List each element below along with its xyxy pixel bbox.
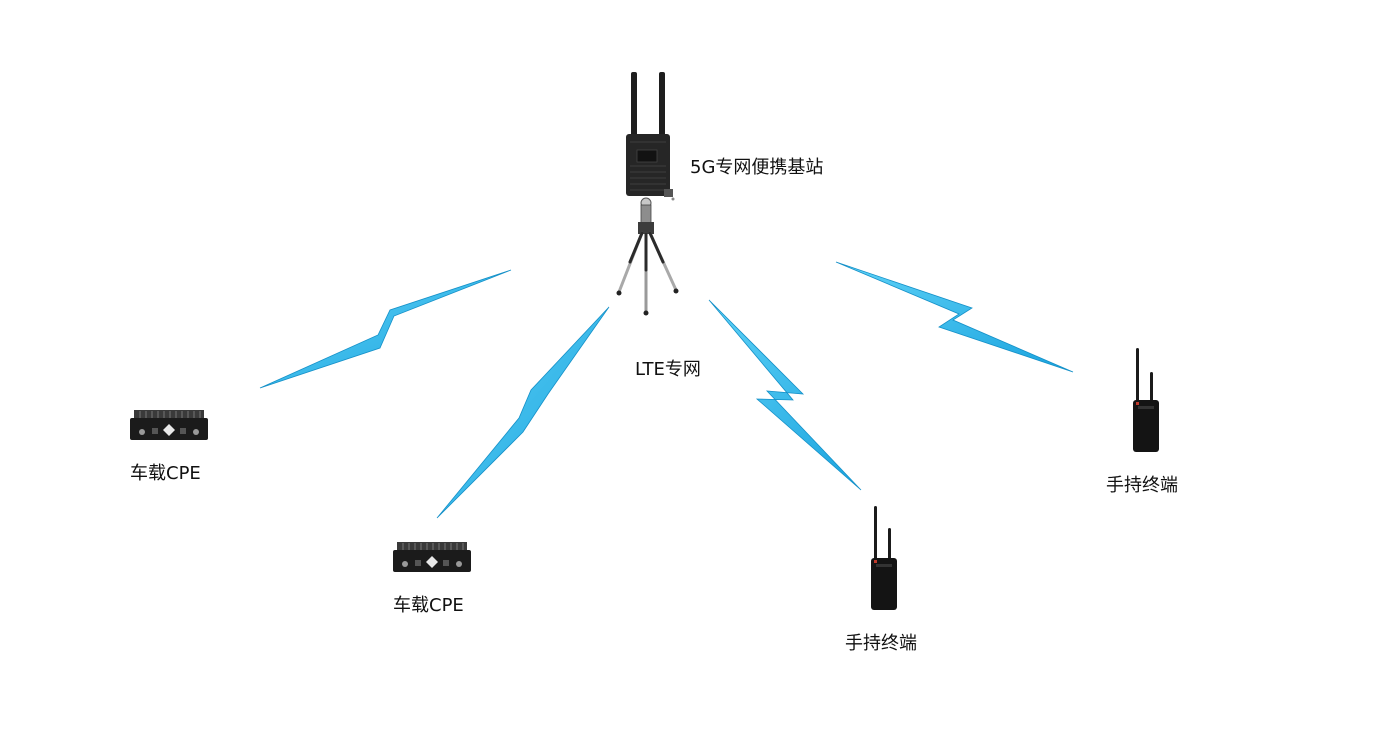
vehicle-cpe-label: 车载CPE xyxy=(393,595,464,616)
handheld-terminal-icon xyxy=(1133,348,1159,452)
base-station-label: 5G专网便携基站 xyxy=(690,157,824,178)
wireless-link-icon xyxy=(259,269,512,389)
portable-base-station-icon xyxy=(616,72,679,316)
vehicle-cpe-icon xyxy=(130,410,208,440)
handheld-terminal-label: 手持终端 xyxy=(1106,475,1178,496)
handheld-terminal-icon xyxy=(871,506,897,610)
wireless-link-icon xyxy=(708,299,862,491)
handheld-terminal-label: 手持终端 xyxy=(845,633,917,654)
wireless-link-icon xyxy=(436,306,610,519)
wireless-link-icon xyxy=(835,261,1074,373)
wireless-links xyxy=(259,261,1074,519)
vehicle-cpe-label: 车载CPE xyxy=(130,463,201,484)
vehicle-cpe-icon xyxy=(393,542,471,572)
network-label: LTE专网 xyxy=(635,359,701,380)
